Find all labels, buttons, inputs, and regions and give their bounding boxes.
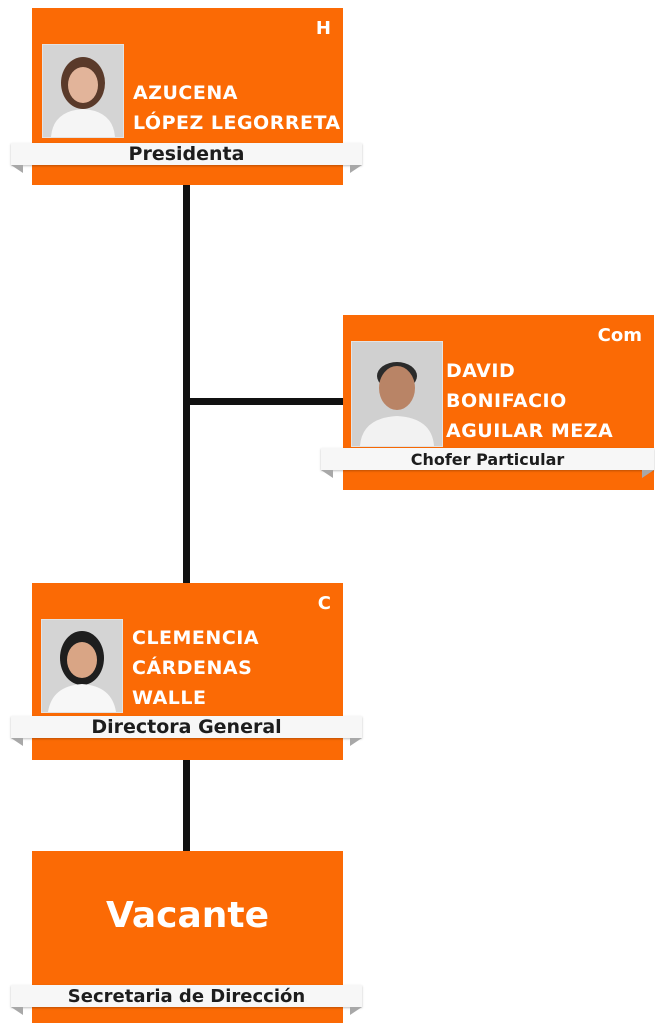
- level-badge: Com: [597, 325, 642, 346]
- level-badge: C: [317, 593, 331, 614]
- ribbon-fold-right: [350, 165, 362, 173]
- connector-to-chofer: [183, 398, 344, 405]
- position-title: Presidenta: [11, 143, 362, 165]
- position-title: Directora General: [11, 716, 362, 738]
- name-line-3: WALLE: [132, 687, 207, 709]
- title-ribbon-chofer: Chofer Particular: [321, 448, 654, 478]
- position-title: Chofer Particular: [321, 448, 654, 470]
- name-line-2: BONIFACIO: [446, 390, 567, 412]
- level-badge: H: [315, 18, 331, 39]
- person-name: DAVID BONIFACIO AGUILAR MEZA: [446, 356, 613, 446]
- org-card-presidenta[interactable]: H AZUCENA LÓPEZ LEGORRETA: [32, 8, 343, 185]
- title-ribbon-directora: Directora General: [11, 716, 362, 746]
- title-ribbon-presidenta: Presidenta: [11, 143, 362, 173]
- name-line-1: CLEMENCIA: [132, 627, 260, 649]
- title-ribbon-secretaria: Secretaria de Dirección: [11, 985, 362, 1015]
- ribbon-fold-right: [642, 470, 654, 478]
- position-title: Secretaria de Dirección: [11, 985, 362, 1007]
- woman-portrait-icon: [42, 44, 124, 138]
- name-line-1: AZUCENA: [133, 82, 238, 104]
- man-portrait-icon: [351, 341, 443, 447]
- ribbon-fold-left: [11, 738, 23, 746]
- ribbon-fold-left: [321, 470, 333, 478]
- name-line-1: DAVID: [446, 360, 516, 382]
- name-line-2: LÓPEZ LEGORRETA: [133, 112, 341, 134]
- name-line-2: CÁRDENAS: [132, 657, 253, 679]
- ribbon-fold-right: [350, 738, 362, 746]
- connector-presidenta-to-directora: [183, 183, 190, 583]
- person-name: AZUCENA LÓPEZ LEGORRETA: [133, 78, 341, 138]
- ribbon-fold-left: [11, 165, 23, 173]
- connector-directora-to-secretaria: [183, 758, 190, 851]
- woman-portrait-icon: [41, 619, 123, 713]
- vacant-label: Vacante: [105, 895, 270, 936]
- ribbon-fold-left: [11, 1007, 23, 1015]
- name-line-3: AGUILAR MEZA: [446, 420, 614, 442]
- person-name: CLEMENCIA CÁRDENAS WALLE: [132, 623, 259, 713]
- ribbon-fold-right: [350, 1007, 362, 1015]
